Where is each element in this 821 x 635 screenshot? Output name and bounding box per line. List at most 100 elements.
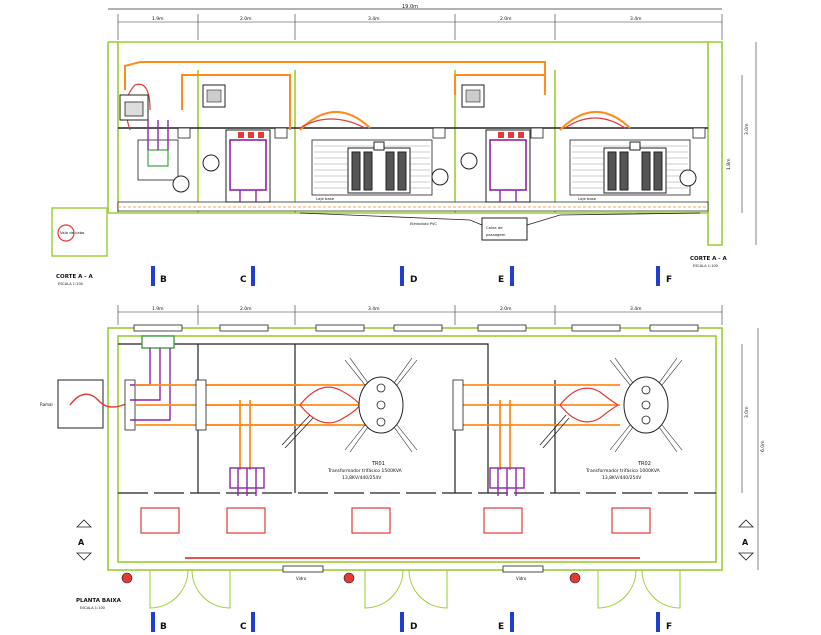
- plan-red-pads: [140, 507, 651, 534]
- plan-bay-dimensions: 1.9m 2.0m 3.4m 2.0m 3.4m: [117, 305, 723, 325]
- plan-breakers-1: [229, 467, 265, 496]
- svg-text:C: C: [240, 275, 247, 285]
- tr01-description: Transformador trifásico 1500KVA: [327, 467, 403, 474]
- cut-marker-b-top: B: [151, 266, 167, 286]
- top-overall-dimension: 19.0m: [108, 4, 722, 10]
- section-floor-slab: [117, 201, 709, 212]
- svg-text:F: F: [666, 275, 672, 285]
- plan-entrance-box: Ramal: [40, 379, 131, 429]
- overall-dimension-text: 19.0m: [402, 4, 418, 10]
- svg-text:B: B: [160, 275, 167, 285]
- section-transformer-2: [603, 141, 667, 194]
- plan-bay-dim-4: 2.0m: [500, 306, 512, 312]
- section-cubicle-1: [225, 129, 271, 203]
- section-red-cable: [125, 83, 626, 131]
- plan-right-dim: 6.0m: [760, 440, 766, 452]
- plan-bus-supports: [195, 379, 464, 431]
- section-scale-right: ESCALA 1:100: [693, 264, 718, 268]
- section-building-walls: [107, 41, 723, 246]
- bay-dim-4: 2.0m: [500, 16, 512, 22]
- tr02-description: Transformador trifásico 1000KVA: [585, 467, 661, 474]
- section-junction-box: Caixa de passagem Eletroduto PVC: [299, 212, 701, 241]
- tr01-voltage: 13,8KV/440/254V: [342, 475, 382, 481]
- svg-text:D: D: [410, 275, 417, 285]
- section-side-dimensions: [741, 42, 757, 245]
- svg-text:A: A: [78, 538, 85, 547]
- svg-text:E: E: [498, 275, 504, 285]
- svg-text:B: B: [160, 622, 167, 632]
- conduit-label: Eletroduto PVC: [410, 222, 437, 226]
- svg-text:D: D: [410, 622, 417, 632]
- plan-transformer-tr02: TR02 Transformador trifásico 1000KVA 13,…: [585, 357, 683, 481]
- bay-dim-3: 3.4m: [368, 16, 380, 22]
- section-meter-1: [202, 84, 226, 108]
- svg-text:E: E: [498, 622, 504, 632]
- plan-right-dim-inner: 3.0m: [744, 406, 750, 418]
- plan-title: PLANTA BAIXA: [76, 598, 122, 604]
- plan-fire-extinguishers: [121, 572, 581, 584]
- cut-marker-f-top: F: [656, 266, 672, 286]
- plan-bay-dim-3: 3.4m: [368, 306, 380, 312]
- cut-marker-c-top: C: [240, 266, 255, 286]
- tr02-voltage: 13,8KV/440/254V: [602, 475, 642, 481]
- section-cubicle-2: [485, 129, 531, 203]
- plan-red-feeders: [299, 386, 619, 424]
- cut-marker-e-top: E: [498, 266, 514, 286]
- ramal-label: Ramal: [40, 402, 53, 407]
- plan-doors: [149, 569, 681, 609]
- section-cable-pit: Vala de cabo: [51, 207, 108, 257]
- pit-label: Vala de cabo: [60, 230, 85, 235]
- junction-box-label-2: passagem: [486, 232, 506, 237]
- plan-bay-dim-5: 3.4m: [630, 306, 642, 312]
- svg-text:A: A: [742, 538, 749, 547]
- bay-dim-2: 2.0m: [240, 16, 252, 22]
- tr01-tag: TR01: [371, 461, 385, 467]
- plan-right-dimensions: [741, 328, 759, 570]
- bay-dim-1: 1.9m: [152, 16, 164, 22]
- plan-bay-dim-2: 2.0m: [240, 306, 252, 312]
- top-bay-dimensions: 1.9m 2.0m 3.4m 2.0m 3.4m: [117, 14, 723, 40]
- svg-text:C: C: [240, 622, 247, 632]
- section-fans: [172, 152, 697, 193]
- plan-side-marker-right: A: [738, 519, 754, 561]
- cut-marker-f-bottom: F: [656, 612, 672, 632]
- section-scale-left: ESCALA 1:100: [58, 282, 83, 286]
- junction-box-label-1: Caixa de: [486, 225, 503, 230]
- cut-marker-d-top: D: [400, 266, 417, 286]
- section-orange-busbar: [124, 61, 631, 131]
- plan-switchgear-1: [124, 335, 175, 431]
- cut-marker-c-bottom: C: [240, 612, 255, 632]
- section-switches: [177, 127, 706, 139]
- svg-text:F: F: [666, 622, 672, 632]
- plan-glass-windows: Vidro Vidro: [282, 565, 544, 581]
- section-meter-2: [461, 84, 485, 108]
- plan-side-marker-left: A: [76, 519, 92, 561]
- cut-marker-row-top: B C D E F: [151, 266, 672, 286]
- bay-dim-5: 3.4m: [630, 16, 642, 22]
- cut-marker-b-bottom: B: [151, 612, 167, 632]
- slab-label-1: Laje base: [316, 196, 335, 201]
- slab-label-2: Laje base: [578, 196, 597, 201]
- glass-window-label-1: Vidro: [296, 576, 307, 581]
- glass-window-label-2: Vidro: [516, 576, 527, 581]
- section-transformer-1: [347, 141, 411, 194]
- section-dim-right-2: 1.8m: [726, 158, 732, 170]
- plan-breakers-2: [489, 467, 525, 496]
- plan-top-vents: [133, 324, 699, 332]
- plan-building-walls: [107, 327, 723, 571]
- plan-scale: ESCALA 1:100: [80, 606, 105, 610]
- section-title-right: CORTE A - A: [690, 256, 727, 262]
- section-switchgear-1: [119, 94, 179, 181]
- plan-orange-busbars: [135, 384, 620, 470]
- section-dim-right: 3.0m: [744, 123, 750, 135]
- cut-marker-e-bottom: E: [498, 612, 514, 632]
- plan-transformer-tr01: TR01 Transformador trifásico 1500KVA 13,…: [327, 357, 418, 481]
- cut-marker-d-bottom: D: [400, 612, 417, 632]
- plan-diagonal-conduits: [281, 414, 570, 449]
- tr02-tag: TR02: [637, 461, 651, 467]
- plan-bay-dim-1: 1.9m: [152, 306, 164, 312]
- cut-marker-row-bottom: B C D E F: [151, 612, 672, 632]
- section-title-left: CORTE A - A: [56, 274, 93, 280]
